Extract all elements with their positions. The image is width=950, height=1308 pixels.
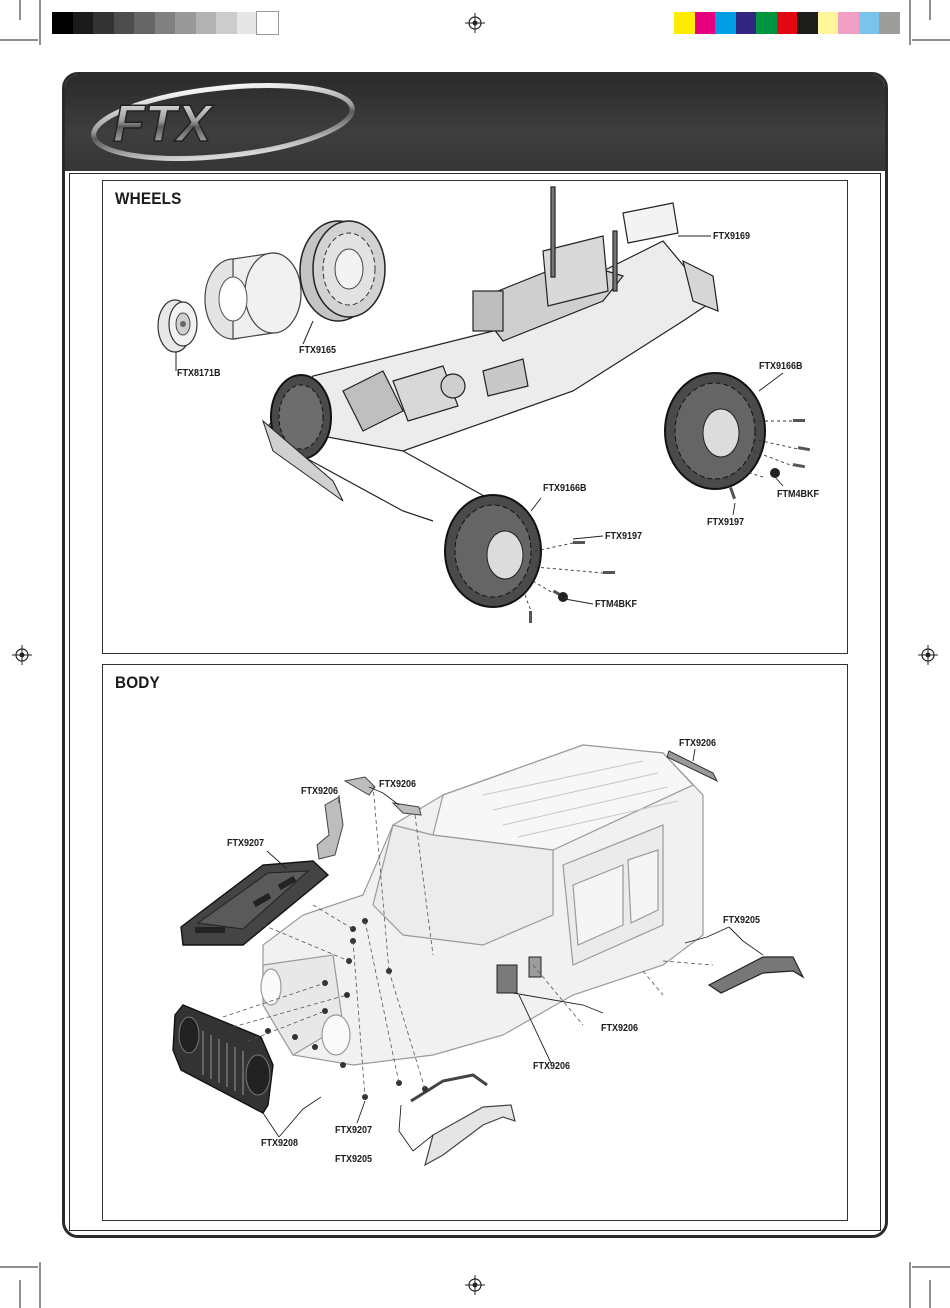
ftx-logo: FTX [73, 81, 363, 163]
label-ftx9197-front: FTX9197 [605, 531, 642, 542]
label-ftx9165: FTX9165 [299, 345, 336, 356]
foam-insert [205, 253, 301, 339]
label-ftx9197-right: FTX9197 [707, 517, 744, 528]
label-ftx9166b-front: FTX9166B [543, 483, 587, 494]
label-ftm4bkf-right: FTM4BKF [777, 489, 819, 500]
label-ftx9205-right: FTX9205 [723, 915, 760, 926]
header-band: FTX [65, 75, 885, 171]
wheels-panel: WHEELS [102, 180, 848, 654]
body-exploded-drawing [103, 665, 849, 1222]
chassis-wheel-rear-right [665, 373, 765, 489]
label-ftx9169: FTX9169 [713, 231, 750, 242]
wheel-nut-front [558, 592, 568, 602]
fender-flare-right-ftx9205 [709, 957, 803, 993]
wheel-nut-right [770, 468, 780, 478]
label-ftx9207-hood: FTX9207 [227, 838, 264, 849]
tire-ftx9165 [300, 221, 385, 321]
grille-ftx9208 [173, 1005, 273, 1113]
label-ftx9166b-right: FTX9166B [759, 361, 803, 372]
label-ftx9206-roof-rail: FTX9206 [679, 738, 716, 749]
chassis-wheel-front [445, 495, 541, 607]
svg-text:FTX: FTX [113, 95, 215, 153]
label-ftx9206-mirror: FTX9206 [533, 1061, 570, 1072]
wheel-rim-ftx8171b [158, 300, 197, 352]
chassis-exploded-drawing [103, 181, 849, 655]
registration-mark-icon [918, 645, 938, 665]
body-panel: BODY [102, 664, 848, 1221]
label-ftx9205-bottom: FTX9205 [335, 1154, 372, 1165]
label-ftx9206-hinge-mid: FTX9206 [379, 779, 416, 790]
registration-mark-icon [465, 1275, 485, 1295]
label-ftx9206-side: FTX9206 [601, 1023, 638, 1034]
label-ftx9208: FTX9208 [261, 1138, 298, 1149]
label-ftm4bkf-front: FTM4BKF [595, 599, 637, 610]
registration-mark-icon [12, 645, 32, 665]
label-ftx9207-bottom: FTX9207 [335, 1125, 372, 1136]
label-ftx9206-hinge-left: FTX9206 [301, 786, 338, 797]
registration-mark-icon [465, 13, 485, 33]
label-ftx8171b: FTX8171B [177, 368, 221, 379]
